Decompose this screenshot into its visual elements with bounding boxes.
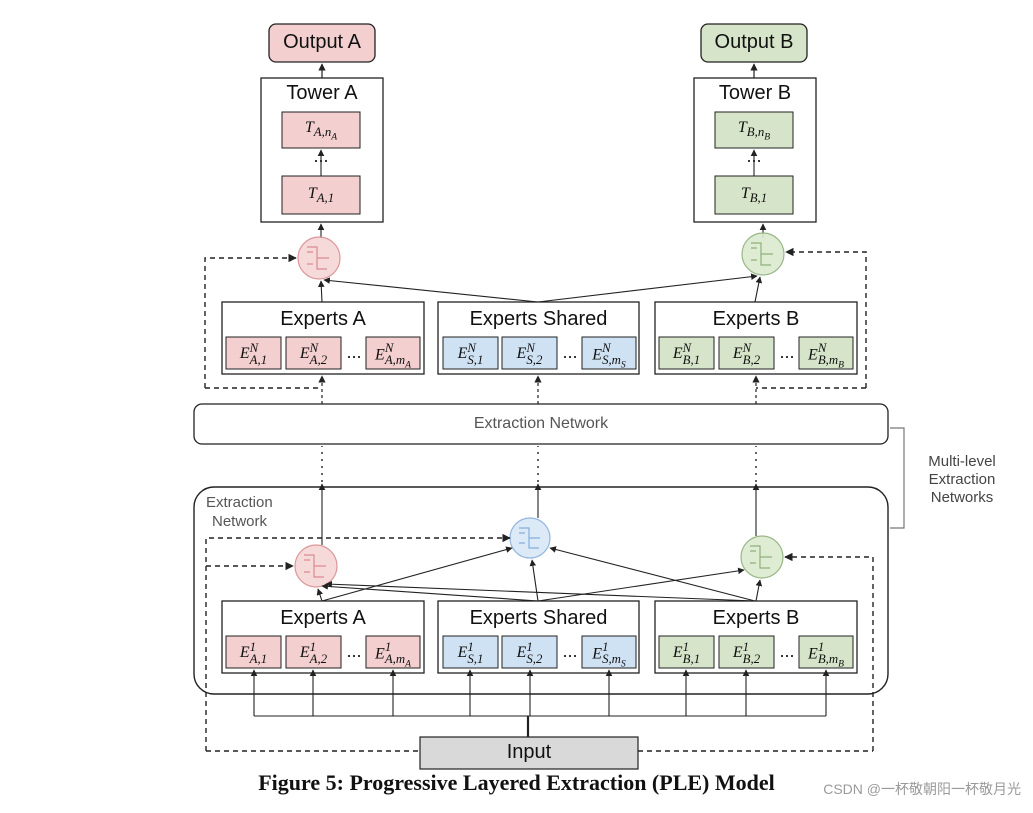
lower-s-ellipsis: ... bbox=[562, 641, 578, 661]
lower-a-ellipsis: ... bbox=[346, 641, 362, 661]
output-b-box bbox=[700, 23, 808, 63]
figure-caption: Figure 5: Progressive Layered Extraction… bbox=[258, 770, 775, 795]
output-a-box bbox=[268, 23, 376, 63]
upper-s-ellipsis: ... bbox=[562, 342, 578, 362]
lower-extraction-title-line-1: Extraction bbox=[206, 494, 273, 511]
tower-b-title: Tower B bbox=[718, 82, 792, 104]
gate-shared-lower bbox=[509, 517, 551, 559]
tower-b-bottom-math: TB,1 bbox=[740, 185, 768, 206]
output-a-label: Output A bbox=[283, 31, 361, 53]
upper-experts-b-title: Experts B bbox=[712, 308, 800, 330]
extraction-network-bar-label: Extraction Network bbox=[473, 415, 609, 432]
input-box bbox=[419, 736, 639, 770]
multi-level-note: Multi-level Extraction Networks bbox=[906, 453, 1018, 507]
upper-b-ellipsis: ... bbox=[779, 342, 795, 362]
lower-experts-b-title: Experts B bbox=[712, 607, 800, 629]
lower-experts-a-title: Experts A bbox=[280, 607, 366, 629]
watermark: CSDN @一杯敬朝阳一杯敬月光 bbox=[823, 781, 1021, 797]
upper-experts-shared-title: Experts Shared bbox=[469, 308, 608, 330]
lower-extraction-title: Extraction Network bbox=[206, 493, 273, 531]
multi-level-note-line-3: Networks bbox=[930, 489, 994, 506]
lower-experts-shared-title: Experts Shared bbox=[469, 607, 608, 629]
multi-level-note-line-2: Extraction bbox=[928, 471, 996, 488]
lower-extraction-title-line-2: Network bbox=[212, 513, 268, 530]
tower-b-ellipsis: ... bbox=[746, 146, 762, 166]
gate-a-upper bbox=[297, 236, 341, 280]
tower-a-ellipsis: ... bbox=[313, 146, 329, 166]
multi-level-note-line-1: Multi-level bbox=[928, 453, 996, 470]
tower-b-top-cell bbox=[714, 111, 794, 149]
tower-a-top-math: TA,nA bbox=[304, 119, 338, 143]
gate-a-lower bbox=[294, 544, 338, 588]
tower-a-title: Tower A bbox=[286, 82, 358, 104]
gate-b-lower bbox=[740, 535, 784, 579]
tower-a-bottom-math: TA,1 bbox=[307, 185, 335, 206]
tower-a-top-cell bbox=[281, 111, 361, 149]
output-b-label: Output B bbox=[714, 31, 794, 53]
input-label: Input bbox=[506, 741, 552, 763]
lower-b-ellipsis: ... bbox=[779, 641, 795, 661]
upper-a-ellipsis: ... bbox=[346, 342, 362, 362]
tower-b-top-math: TB,nB bbox=[737, 119, 771, 143]
upper-experts-a-title: Experts A bbox=[280, 308, 366, 330]
extraction-network-bar bbox=[193, 403, 889, 445]
gate-b-upper bbox=[741, 232, 785, 276]
